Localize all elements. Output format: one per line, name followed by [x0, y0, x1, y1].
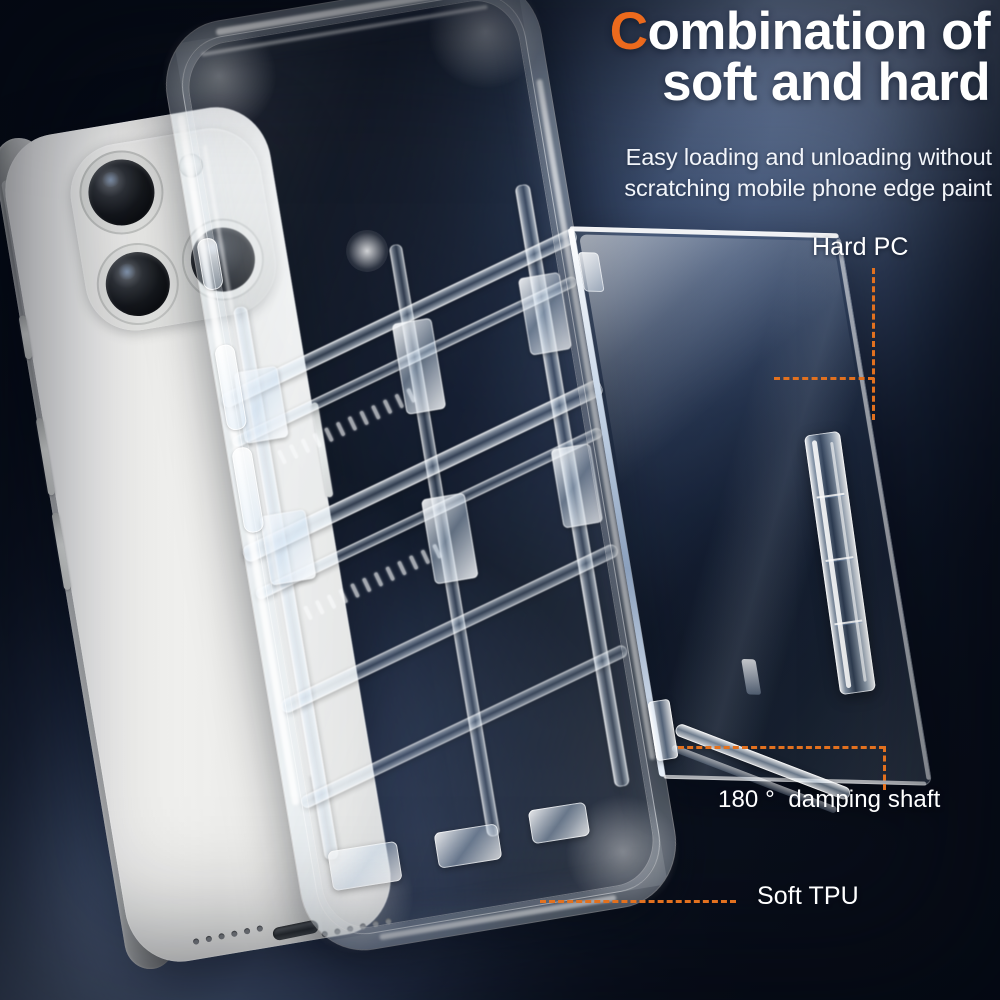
hard-pc-leader-line-horizontal	[774, 377, 874, 380]
headline-line1-rest: ombination of	[647, 2, 990, 61]
subtitle-line1: Easy loading and unloading without	[625, 144, 992, 170]
subtitle-line2: scratching mobile phone edge paint	[624, 174, 992, 201]
damping-leader-line-horizontal	[678, 746, 885, 749]
headline-accent-letter: C	[609, 2, 648, 61]
subtitle: Easy loading and unloading without scratc…	[460, 142, 992, 203]
damping-leader-line-vertical	[883, 746, 886, 790]
headline-line2: soft and hard	[662, 53, 990, 113]
callout-label-damping-shaft: 180 ° damping shaft	[718, 786, 941, 813]
callout-label-soft-tpu: Soft TPU	[757, 882, 859, 910]
hard-pc-leader-line-vertical	[872, 268, 875, 420]
callout-label-hard-pc: Hard PC	[812, 233, 909, 261]
soft-tpu-leader-line	[540, 900, 736, 903]
